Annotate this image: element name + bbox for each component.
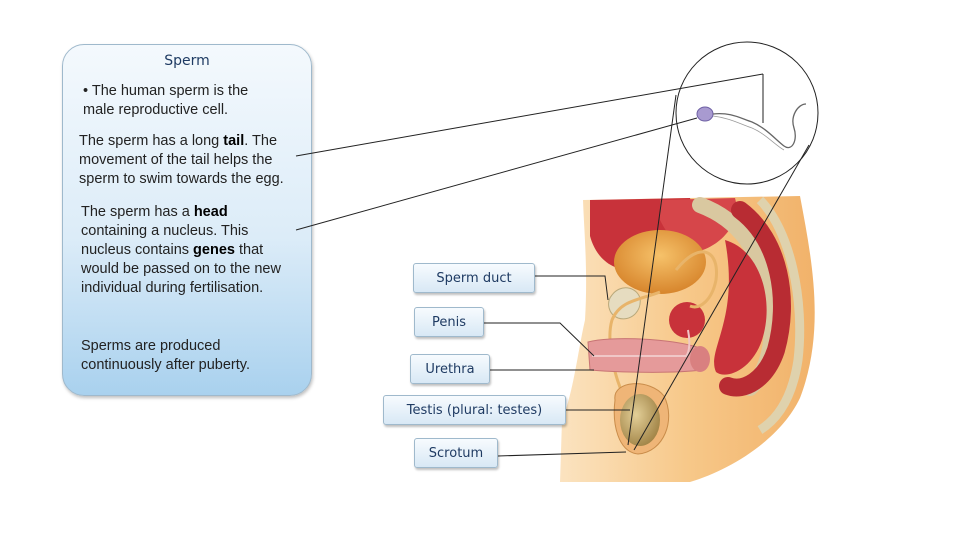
genes-keyword: genes [193,242,235,258]
label-connectors [484,275,630,457]
info-title: Sperm [164,53,210,69]
info-paragraph-tail: The sperm has a long tail. The movement … [79,132,307,189]
sperm-magnified-view [675,41,819,185]
testis-shape [620,394,660,446]
label-testis: Testis (plural: testes) [383,395,566,425]
sperm-info-panel: Sperm • The human sperm is the male repr… [62,44,312,396]
tail-keyword: tail [223,133,245,149]
tail-text-c: . The movement of the tail helps the spe… [79,133,284,187]
info-paragraph-puberty: Sperms are produced continuously after p… [81,338,250,373]
body-cross-section [560,196,815,482]
info-paragraph-definition: • The human sperm is the male reproducti… [83,83,249,118]
sperm-tail-shape [712,103,807,149]
label-sperm-duct: Sperm duct [413,263,535,293]
zoom-lines [627,74,810,451]
tail-text-a: The sperm has a long [79,133,224,149]
info-leader-lines [295,73,764,231]
head-text-e: that would be passed on to the new indiv… [81,242,281,296]
head-text-c: containing a nucleus. This nucleus conta… [81,223,249,258]
label-penis: Penis [414,307,484,337]
info-paragraph-head: The sperm has a head containing a nucleu… [81,203,293,298]
head-keyword: head [193,204,228,220]
sperm-head-shape [696,106,714,122]
label-scrotum: Scrotum [414,438,498,468]
head-text-a: The sperm has a [81,204,194,220]
label-urethra: Urethra [410,354,490,384]
